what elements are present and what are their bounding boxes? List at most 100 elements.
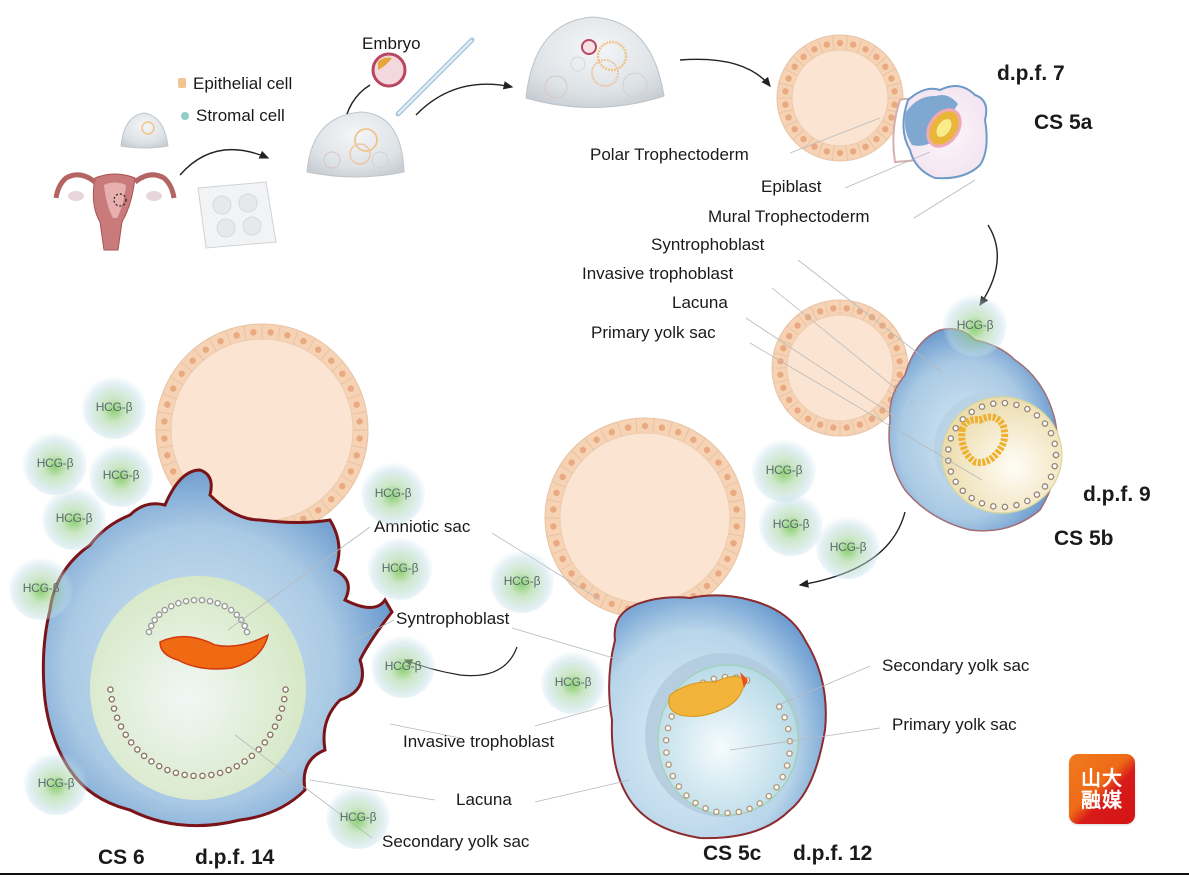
cs5c-dpf: d.p.f. 12 <box>793 842 873 865</box>
cell-border <box>331 361 344 372</box>
yolk-cell <box>214 599 221 607</box>
cell-nucleus <box>811 46 818 53</box>
yolk-cell <box>968 494 975 502</box>
cell-nucleus <box>178 370 185 377</box>
cell-border <box>778 109 794 114</box>
cell-nucleus <box>328 496 335 503</box>
cell-nucleus <box>882 63 889 70</box>
cs5b-dpf: d.p.f. 9 <box>1083 483 1151 506</box>
yolk-cell <box>140 752 148 760</box>
cell-border <box>851 419 856 435</box>
cell-border <box>157 411 173 415</box>
cell-nucleus <box>608 600 615 607</box>
yolk-cell <box>198 596 206 604</box>
yolk-cell <box>978 403 986 410</box>
yolk-cell <box>947 435 955 442</box>
cell-border <box>570 450 583 462</box>
yolk-cell <box>206 597 214 605</box>
cell-border <box>635 418 638 434</box>
cell-border <box>652 418 655 434</box>
cell-nucleus <box>891 101 898 108</box>
cell-nucleus <box>703 582 711 590</box>
cell-border <box>786 400 799 411</box>
cell-nucleus <box>550 523 557 530</box>
label-invasive-trophoblast-5b: Invasive trophoblast <box>582 264 734 283</box>
bottom-border <box>0 873 1189 875</box>
cell-nucleus <box>568 570 575 577</box>
yolk-cell <box>978 500 986 507</box>
cell-border <box>320 499 331 512</box>
cell-border <box>320 348 331 361</box>
yolk-cell <box>155 762 163 770</box>
cell-nucleus <box>315 507 322 514</box>
cell-border <box>340 376 355 385</box>
cell-border <box>891 352 907 357</box>
cell-nucleus <box>849 148 857 155</box>
arrow-uterus-to-culture <box>179 148 270 176</box>
yolk-cell <box>155 611 163 619</box>
cell-nucleus <box>816 308 824 315</box>
label-secondary-yolk-sac-5c: Secondary yolk sac <box>882 656 1030 675</box>
cell-border <box>208 337 217 352</box>
cell-nucleus <box>888 114 895 121</box>
cell-border <box>728 499 744 503</box>
cell-nucleus <box>791 63 798 70</box>
cell-nucleus <box>782 101 789 108</box>
gland-lumen <box>559 432 731 604</box>
yolk-cell <box>989 400 997 407</box>
cell-nucleus <box>896 358 903 365</box>
cell-nucleus <box>164 401 171 408</box>
yolk-cell <box>669 772 677 780</box>
cell-nucleus <box>624 424 632 431</box>
cell-nucleus <box>879 407 886 414</box>
cell-nucleus <box>568 459 575 466</box>
yolk-cell <box>164 766 171 774</box>
cell-border <box>875 55 888 67</box>
cell-nucleus <box>161 435 168 442</box>
cell-nucleus <box>887 332 895 340</box>
cell-nucleus <box>189 357 196 364</box>
endometrial-gland <box>544 417 746 619</box>
cell-nucleus <box>862 143 869 150</box>
logo-line-1: 山大 <box>1081 766 1123 790</box>
cs5a-illustration <box>776 34 988 180</box>
endometrial-gland <box>771 299 909 437</box>
yolk-cell <box>945 446 952 453</box>
cell-border <box>724 481 739 488</box>
cell-border <box>307 337 316 352</box>
yolk-cell <box>221 602 229 610</box>
label-epiblast: Epiblast <box>761 177 822 196</box>
cell-border <box>584 585 595 599</box>
hcg-beta-bubble: HCG-β <box>9 556 73 620</box>
cell-nucleus <box>893 344 900 352</box>
hcg-beta-bubble: HCG-β <box>23 431 87 495</box>
yolk-cell <box>665 761 672 768</box>
cell-border <box>773 352 789 357</box>
cell-nucleus <box>202 346 209 353</box>
cell-border <box>797 314 808 327</box>
dome-with-embryo-icon <box>306 111 405 178</box>
yolk-cell <box>746 805 753 813</box>
yolk-cell <box>959 415 967 423</box>
cell-border <box>243 325 247 341</box>
cell-nucleus <box>724 473 731 481</box>
yolk-cell <box>1001 503 1009 511</box>
yolk-cell <box>1047 473 1055 481</box>
cell-nucleus <box>641 422 649 430</box>
cell-border <box>584 437 595 451</box>
cell-border <box>792 55 805 67</box>
leader-mural-trophectoderm <box>913 179 976 219</box>
yolk-cell <box>1052 451 1060 459</box>
small-dome-organoid-icon <box>120 112 169 149</box>
cell-nucleus <box>690 436 697 443</box>
yolk-cell <box>190 772 197 780</box>
yolk-cell <box>278 705 286 712</box>
cell-border <box>351 411 367 415</box>
cell-nucleus <box>816 421 824 428</box>
cell-nucleus <box>217 337 224 345</box>
yolk-cell <box>710 675 718 683</box>
cell-border <box>773 379 789 384</box>
label-mural-trophectoderm: Mural Trophectoderm <box>708 207 870 226</box>
cell-nucleus <box>785 75 792 82</box>
